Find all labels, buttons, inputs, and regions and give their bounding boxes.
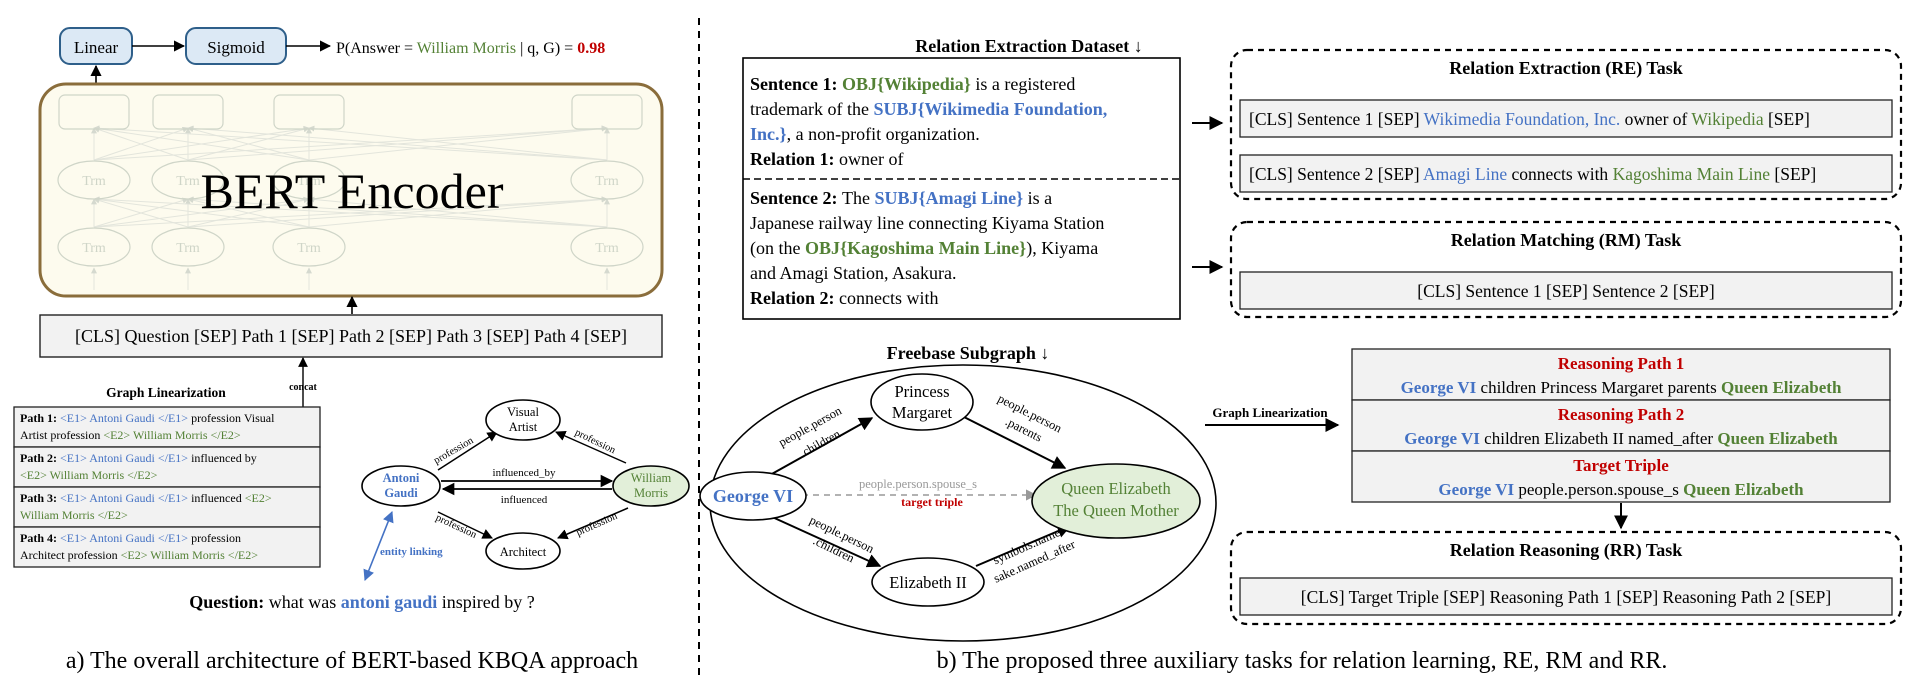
- edge-antoni-architect: [437, 511, 493, 539]
- question-label: Question:: [189, 592, 264, 612]
- entity-linking-label: entity linking: [380, 546, 443, 558]
- trm-label: Trm: [82, 174, 106, 189]
- node-william-label-2: Morris: [634, 486, 668, 500]
- target-triple-line: George VI people.person.spouse_s Queen E…: [1438, 480, 1804, 499]
- graph-linearization-title: Graph Linearization: [106, 385, 226, 400]
- rr-task-title: Relation Reasoning (RR) Task: [1450, 540, 1683, 561]
- trm-label: Trm: [595, 174, 619, 189]
- path-box-4: [13, 526, 321, 568]
- node-visual-label-2: Artist: [509, 420, 538, 434]
- path-4-text: Path 4: <E1> Antoni Gaudi </E1> professi…: [20, 531, 258, 562]
- reasoning-path-1-title: Reasoning Path 1: [1558, 354, 1685, 373]
- trm-label: Trm: [297, 241, 321, 256]
- path-box-3: [13, 486, 321, 528]
- node-antoni-gaudi: [361, 465, 441, 507]
- re-line-2: [CLS] Sentence 2 [SEP] Amagi Line connec…: [1249, 164, 1816, 184]
- node-princess-label-2: Margaret: [892, 403, 953, 422]
- edge-elizabeth-queen: [975, 524, 1072, 567]
- target-triple-label: target triple: [901, 495, 963, 509]
- edge-label-spouse: people.person.spouse_s: [859, 477, 977, 491]
- edge-william-architect: [557, 507, 629, 540]
- edge-label-profession-3: profession: [434, 513, 479, 542]
- subgraph-title: Freebase Subgraph ↓: [887, 343, 1050, 363]
- edge-princess-queen: [961, 415, 1067, 469]
- trm-label: Trm: [595, 241, 619, 256]
- re-line-2-box: [1239, 154, 1893, 193]
- re-line-1-box: [1239, 99, 1893, 138]
- question-entity: antoni gaudi: [341, 592, 438, 612]
- node-princess-margaret: [870, 373, 974, 431]
- graph-linearization-label: Graph Linearization: [1212, 405, 1328, 420]
- left-caption: a) The overall architecture of BERT-base…: [66, 648, 638, 674]
- node-queen-label-2: The Queen Mother: [1053, 501, 1179, 520]
- reasoning-path-2-line: George VI children Elizabeth II named_af…: [1404, 429, 1838, 448]
- rr-line: [CLS] Target Triple [SEP] Reasoning Path…: [1301, 587, 1831, 607]
- trm-label: Trm: [297, 174, 321, 189]
- node-architect: [485, 532, 561, 570]
- node-george-vi: [699, 471, 807, 521]
- edge-label-profession-1: profession: [432, 435, 476, 467]
- node-visual-label-1: Visual: [507, 405, 539, 419]
- question-subgraph: Antoni Gaudi Visual Artist William Morri…: [361, 399, 690, 582]
- edge-george-elizabeth: [769, 515, 882, 568]
- input-sequence: [CLS] Question [SEP] Path 1 [SEP] Path 2…: [75, 326, 627, 346]
- bert-encoder-title: BERT Encoder: [201, 163, 504, 219]
- reasoning-path-1-box: [1351, 348, 1891, 401]
- trm-label: Trm: [82, 241, 106, 256]
- node-george-label: George VI: [713, 486, 793, 506]
- sigmoid-label: Sigmoid: [207, 38, 265, 57]
- trm-label: Trm: [176, 174, 200, 189]
- question-text: Question: what was antoni gaudi inspired…: [189, 592, 535, 612]
- linear-label: Linear: [74, 38, 119, 57]
- node-elizabeth-ii: [871, 557, 985, 607]
- answer-entity: William Morris: [417, 40, 516, 57]
- path-2-text: Path 2: <E1> Antoni Gaudi </E1> influenc…: [20, 451, 257, 482]
- edge-label-influenced: influenced: [501, 494, 548, 506]
- edge-antoni-visual: [437, 431, 498, 471]
- edge-label-profession-4: profession: [575, 510, 620, 538]
- path-box-1: [13, 406, 321, 448]
- edge-label-influenced-by: influenced_by: [493, 467, 556, 479]
- node-antoni-label-2: Gaudi: [384, 486, 418, 500]
- sentence-1-text: Sentence 1: OBJ{Wikipedia} is a register…: [750, 74, 1107, 169]
- dataset-box: [742, 57, 1181, 320]
- rm-task-title: Relation Matching (RM) Task: [1451, 230, 1682, 251]
- path-1-text: Path 1: <E1> Antoni Gaudi </E1> professi…: [20, 411, 275, 442]
- reasoning-path-1-line: George VI children Princess Margaret par…: [1401, 378, 1842, 397]
- node-elizabeth-label: Elizabeth II: [889, 573, 966, 592]
- right-panel: Relation Extraction Dataset ↓ Sentence 1…: [699, 36, 1903, 674]
- path-box-2: [13, 446, 321, 488]
- trm-label: Trm: [176, 241, 200, 256]
- node-william-morris: [612, 465, 690, 507]
- answer-probability: P(Answer = William Morris | q, G) = 0.98: [336, 40, 605, 57]
- target-triple-box: [1351, 450, 1891, 503]
- node-antoni-label-1: Antoni: [383, 471, 420, 485]
- node-queen-label-1: Queen Elizabeth: [1061, 479, 1171, 498]
- probability-value: 0.98: [577, 40, 605, 57]
- left-panel: Linear Sigmoid P(Answer = William Morris…: [13, 27, 690, 674]
- re-line-1: [CLS] Sentence 1 [SEP] Wikimedia Foundat…: [1249, 109, 1810, 129]
- node-princess-label-1: Princess: [895, 382, 950, 401]
- rm-line: [CLS] Sentence 1 [SEP] Sentence 2 [SEP]: [1417, 281, 1714, 301]
- entity-linking-arrow: [363, 510, 394, 582]
- edge-george-princess: [769, 417, 874, 476]
- node-architect-label: Architect: [500, 545, 547, 559]
- reasoning-path-2-title: Reasoning Path 2: [1558, 405, 1685, 424]
- rm-line-box: [1239, 271, 1893, 310]
- path-3-text: Path 3: <E1> Antoni Gaudi </E1> influenc…: [20, 491, 272, 522]
- re-task-title: Relation Extraction (RE) Task: [1449, 58, 1683, 79]
- node-visual-artist: [485, 399, 561, 441]
- target-triple-title: Target Triple: [1573, 456, 1669, 475]
- right-caption: b) The proposed three auxiliary tasks fo…: [937, 648, 1668, 674]
- rr-line-box: [1239, 577, 1893, 616]
- node-queen-elizabeth: [1031, 463, 1201, 539]
- node-william-label-1: William: [631, 471, 672, 485]
- input-sequence-box: [39, 314, 663, 358]
- dataset-title: Relation Extraction Dataset ↓: [915, 36, 1142, 56]
- edge-william-visual: [555, 431, 627, 464]
